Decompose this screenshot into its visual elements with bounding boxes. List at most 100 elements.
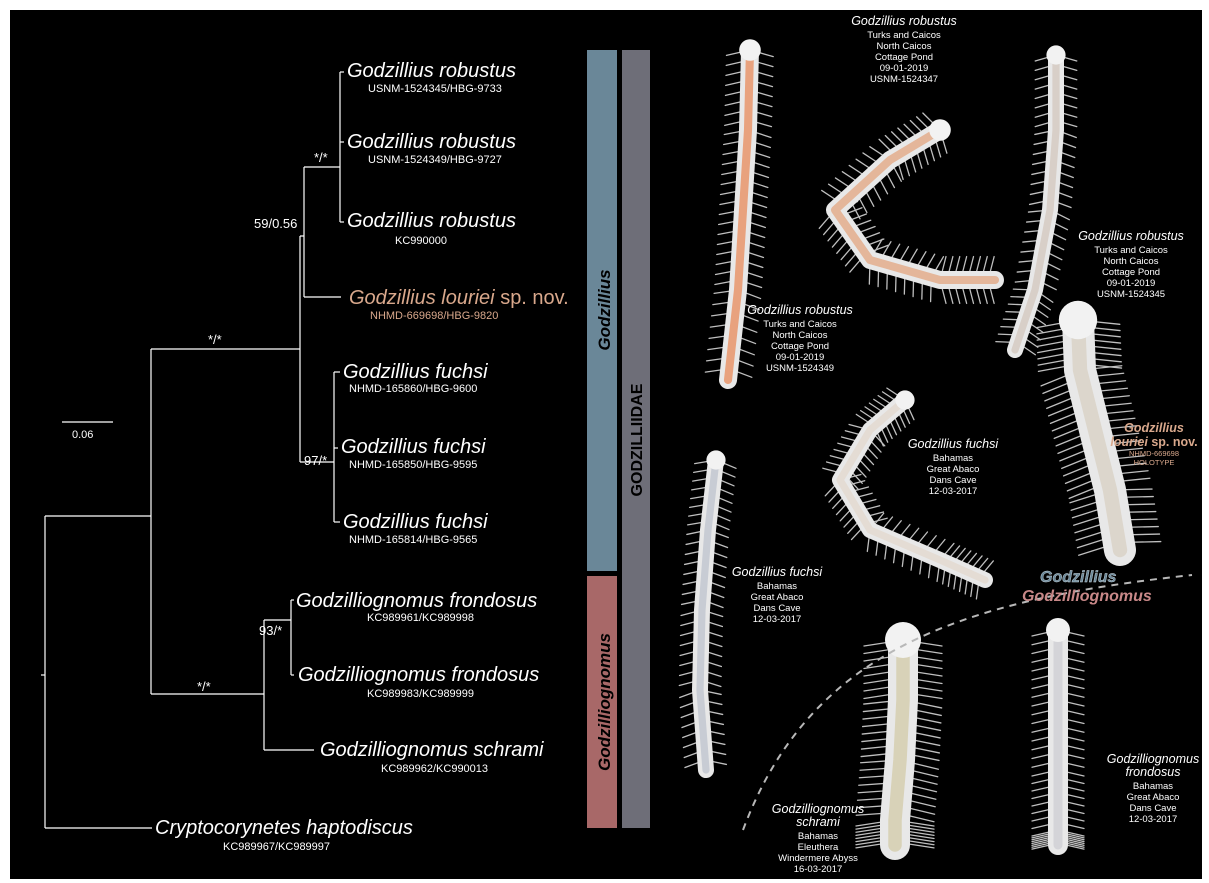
tip-label: Godzillius louriei sp. nov. NHMD-669698/… [349,287,569,322]
svg-text:North Caicos: North Caicos [773,330,828,341]
specimen-caption: Godzillius robustus Turks and Caicos Nor… [747,303,853,374]
svg-text:USNM-1524347: USNM-1524347 [870,74,938,85]
godzilliognomus-bar-label: Godzilliognomus [595,633,614,771]
specimen-photo [819,113,995,303]
accession-number: NHMD-165860/HBG-9600 [349,383,477,395]
svg-text:Dans Cave: Dans Cave [1130,803,1177,814]
svg-text:North Caicos: North Caicos [877,41,932,52]
specimen-caption: Godzillius robustus Turks and Caicos Nor… [851,14,957,85]
tip-label: Godzillius robustus USNM-1524349/HBG-972… [347,131,516,166]
support-value: */* [197,679,211,694]
divider-curve [743,575,1192,830]
accession-number: KC989967/KC989997 [223,841,330,853]
tree-branches [41,72,344,828]
specimen-caption: Godzillius fuchsi Bahamas Great Abaco Da… [908,437,1000,497]
tip-label: Godzillius robustus USNM-1524345/HBG-973… [347,60,516,95]
taxon-name: Godzillius robustus [347,210,516,232]
svg-text:frondosus: frondosus [1126,765,1181,779]
accession-number: KC990000 [395,235,447,247]
svg-text:louriei sp. nov.: louriei sp. nov. [1110,435,1197,449]
svg-text:Dans Cave: Dans Cave [930,475,977,486]
taxon-name: Godzillius louriei sp. nov. [349,287,569,309]
svg-text:Godzillius fuchsi: Godzillius fuchsi [908,437,1000,451]
specimen-caption: Godzilliognomus frondosus Bahamas Great … [1107,752,1199,825]
specimen-head [1046,618,1070,642]
support-value: 93/* [259,623,282,638]
svg-text:HOLOTYPE: HOLOTYPE [1134,458,1175,467]
taxon-name: Godzilliognomus frondosus [296,590,537,612]
specimen-photo [856,622,942,848]
taxon-name: Godzillius fuchsi [343,361,488,383]
accession-number: NHMD-669698/HBG-9820 [370,310,498,322]
svg-text:Cottage Pond: Cottage Pond [875,52,933,63]
tip-label: Godzillius fuchsi NHMD-165814/HBG-9565 [343,511,488,546]
accession-number: USNM-1524345/HBG-9733 [368,83,502,95]
svg-text:Bahamas: Bahamas [933,453,973,464]
svg-text:Godzillius: Godzillius [1124,421,1184,435]
scale-bar-label: 0.06 [72,429,93,441]
divider-upper-label: Godzillius [1040,569,1117,586]
tip-label: Godzillius fuchsi NHMD-165850/HBG-9595 [341,436,486,471]
specimen-body [835,130,995,280]
support-value: 97/* [304,453,327,468]
svg-text:Turks and Caicos: Turks and Caicos [867,30,941,41]
svg-text:09-01-2019: 09-01-2019 [776,352,825,363]
svg-text:Godzillius robustus: Godzillius robustus [851,14,957,28]
tip-labels: Godzillius robustus USNM-1524345/HBG-973… [155,60,569,853]
specimen-photo [1032,618,1084,849]
svg-text:09-01-2019: 09-01-2019 [1107,278,1156,289]
accession-number: USNM-1524349/HBG-9727 [368,154,502,166]
svg-text:Turks and Caicos: Turks and Caicos [763,319,837,330]
tip-label: Cryptocorynetes haptodiscus KC989967/KC9… [155,817,413,853]
svg-text:Eleuthera: Eleuthera [798,842,839,853]
svg-text:Cottage Pond: Cottage Pond [1102,267,1160,278]
clade-bars: Godzillius Godzilliognomus GODZILLIIDAE [587,50,650,828]
svg-text:Turks and Caicos: Turks and Caicos [1094,245,1168,256]
svg-text:Cottage Pond: Cottage Pond [771,341,829,352]
photo-divider: Godzillius Godzilliognomus [743,569,1192,830]
svg-text:USNM-1524345: USNM-1524345 [1097,289,1165,300]
svg-text:USNM-1524349: USNM-1524349 [766,363,834,374]
accession-number: NHMD-165850/HBG-9595 [349,459,477,471]
divider-lower-label: Godzilliognomus [1022,588,1152,605]
tip-label: Godzilliognomus schrami KC989962/KC99001… [320,739,544,775]
specimen-head [1046,45,1065,64]
svg-text:09-01-2019: 09-01-2019 [880,63,929,74]
svg-text:12-03-2017: 12-03-2017 [753,614,802,625]
specimen-head [739,39,761,61]
svg-text:schrami: schrami [796,815,841,829]
specimen-caption: Godzilliognomus schrami Bahamas Eleuther… [772,802,864,875]
svg-text:Bahamas: Bahamas [757,581,797,592]
support-values: */* 59/0.56 */* 97/* 93/* */* [197,150,328,694]
svg-text:Godzillius robustus: Godzillius robustus [747,303,853,317]
svg-text:Windermere Abyss: Windermere Abyss [778,853,858,864]
taxon-name: Godzillius fuchsi [341,436,486,458]
specimen-caption: Godzillius fuchsi Bahamas Great Abaco Da… [732,565,824,625]
specimen-photo [679,450,736,770]
svg-text:16-03-2017: 16-03-2017 [794,864,843,875]
tip-label: Godzilliognomus frondosus KC989983/KC989… [298,664,539,700]
phylogeny-figure: 0.06 */* 59/0.56 */* 97/* 93/* */* Godzi… [10,10,1202,879]
svg-text:Godzillius fuchsi: Godzillius fuchsi [732,565,824,579]
svg-text:12-03-2017: 12-03-2017 [929,486,978,497]
figure-panel: 0.06 */* 59/0.56 */* 97/* 93/* */* Godzi… [10,10,1202,879]
accession-number: KC989962/KC990013 [381,763,488,775]
svg-text:Godzilliognomus: Godzilliognomus [1107,752,1199,766]
accession-number: KC989983/KC989999 [367,688,474,700]
svg-text:Great Abaco: Great Abaco [751,592,804,603]
support-value: */* [314,150,328,165]
godzilliidae-bar-label: GODZILLIIDAE [629,383,646,496]
svg-text:12-03-2017: 12-03-2017 [1129,814,1178,825]
svg-text:Great Abaco: Great Abaco [1127,792,1180,803]
svg-text:North Caicos: North Caicos [1104,256,1159,267]
taxon-name: Godzillius robustus [347,60,516,82]
specimen-caption: Godzillius louriei sp. nov. NHMD-669698 … [1110,421,1197,467]
taxon-name: Cryptocorynetes haptodiscus [155,817,413,839]
tip-label: Godzilliognomus frondosus KC989961/KC989… [296,590,537,624]
specimen-head [706,450,725,469]
svg-text:Bahamas: Bahamas [1133,781,1173,792]
svg-text:Bahamas: Bahamas [798,831,838,842]
accession-number: KC989961/KC989998 [367,612,474,624]
accession-number: NHMD-165814/HBG-9565 [349,534,477,546]
specimen-head [929,119,951,141]
